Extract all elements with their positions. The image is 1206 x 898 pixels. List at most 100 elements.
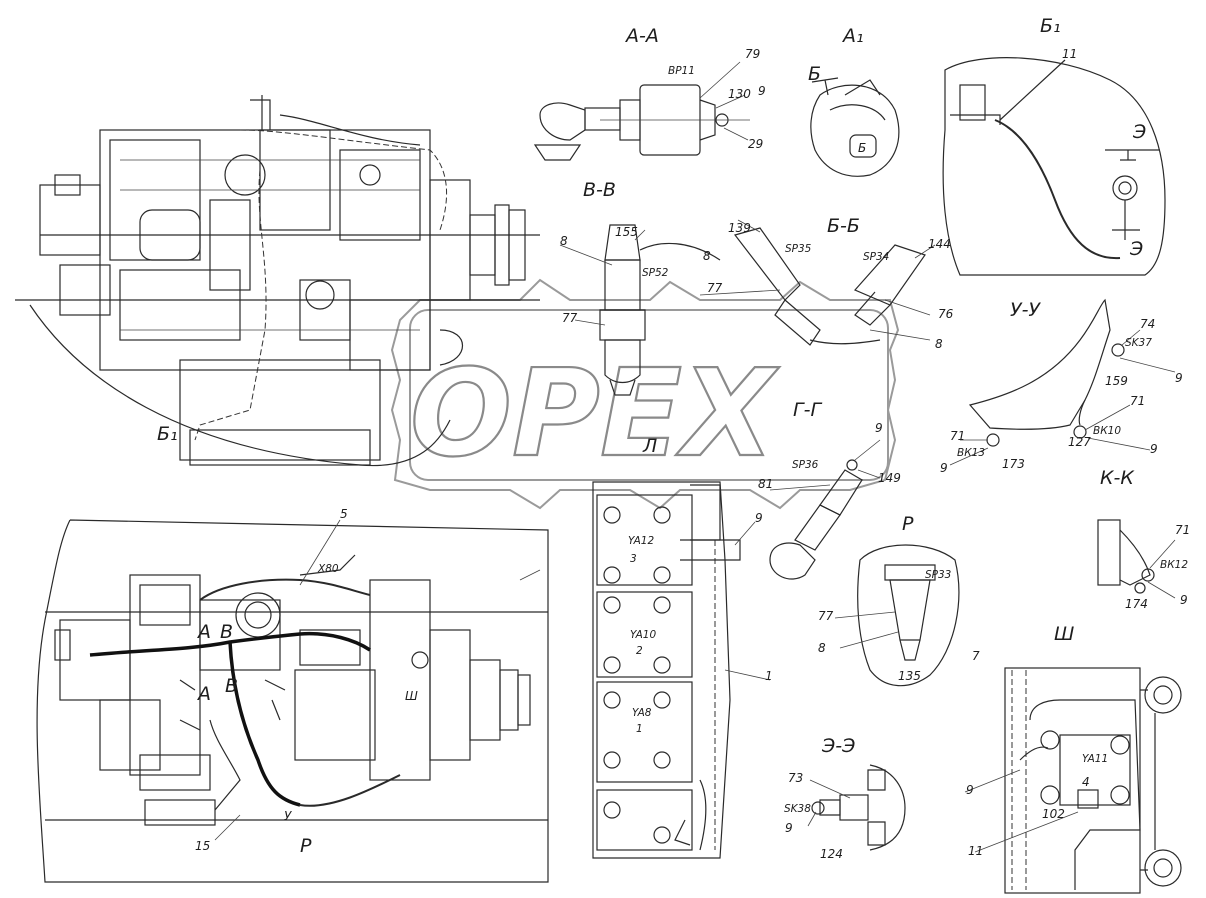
title-l: Л: [642, 435, 657, 457]
mark-u: У: [284, 809, 292, 823]
ref-124: 124: [820, 847, 843, 861]
title-b1-top: Б₁: [1040, 15, 1061, 37]
ref-149: 149: [878, 471, 901, 485]
ref-135: 135: [898, 669, 921, 683]
ref-7: 7: [972, 649, 980, 663]
mark-sh: Ш: [405, 689, 418, 703]
ref-77-vv: 77: [562, 311, 578, 325]
valve-number-1: 1: [636, 723, 643, 735]
title-b1-left: Б₁: [157, 423, 178, 445]
mark-v-left: В: [220, 621, 233, 643]
ref-8-bb: 8: [703, 249, 711, 263]
section-aa: [533, 61, 750, 161]
ref-71-kk: 71: [1175, 523, 1190, 537]
mark-e-lower: Э: [1129, 238, 1143, 260]
ref-81: 81: [758, 477, 773, 491]
ref-9-ee: 9: [785, 821, 793, 835]
ref-8-vv: 8: [560, 234, 568, 248]
title-a1: А₁: [841, 25, 864, 47]
ref-1: 1: [765, 669, 773, 683]
watermark-emblem: [390, 278, 900, 510]
ref-76: 76: [938, 307, 954, 321]
mark-a-left: А: [196, 621, 211, 643]
title-r: Р: [902, 513, 914, 535]
ref-9-yy2: 9: [1150, 442, 1158, 456]
valve-number-2: 2: [636, 645, 643, 657]
ref-130: 130: [728, 87, 751, 101]
ref-9-yy1: 9: [1175, 371, 1183, 385]
code-sp52: SP52: [642, 267, 669, 279]
code-x80: Х80: [317, 563, 339, 575]
mark-b-inset: Б: [858, 141, 866, 155]
ref-139: 139: [728, 221, 751, 235]
code-bk10: ВК10: [1093, 425, 1121, 437]
mark-e-upper: Э: [1132, 121, 1146, 143]
leader-lines: [214, 519, 541, 841]
title-bb: Б-Б: [827, 215, 860, 237]
code-ya10: YA10: [630, 629, 656, 641]
section-bb: [699, 219, 936, 346]
engine-view-top: [15, 95, 540, 467]
code-bk12: ВК12: [1160, 559, 1188, 571]
ref-9-sh: 9: [966, 783, 974, 797]
mark-v-mid: В: [225, 675, 238, 697]
code-ya12: YA12: [628, 535, 654, 547]
ref-159: 159: [1105, 374, 1128, 388]
section-kk: [1097, 519, 1176, 599]
ref-71-a: 71: [950, 429, 965, 443]
ref-155: 155: [615, 225, 638, 239]
ref-15: 15: [195, 839, 210, 853]
title-gg: Г-Г: [793, 399, 822, 421]
ref-4: 4: [1082, 775, 1090, 789]
ref-11-sh: 11: [968, 844, 983, 858]
section-r: [834, 544, 960, 687]
code-sp34: SP34: [863, 251, 889, 263]
section-yy: [949, 298, 1176, 466]
section-gg: [769, 439, 881, 580]
section-a1: [810, 77, 900, 177]
valve-number-3: 3: [630, 553, 637, 565]
title-kk: К-К: [1100, 467, 1135, 489]
ref-144: 144: [928, 237, 951, 251]
section-ee: [807, 764, 906, 851]
ref-127: 127: [1068, 435, 1091, 449]
engine-view-bottom: [36, 519, 549, 883]
code-bp11: ВР11: [668, 65, 695, 77]
watermark-text: OPEX: [410, 345, 780, 484]
ref-29: 29: [748, 137, 763, 151]
code-sp36: SP36: [792, 459, 819, 471]
code-sp35: SP35: [785, 243, 812, 255]
title-yy: У-У: [1010, 299, 1041, 321]
section-vv: [559, 224, 721, 396]
title-vv: В-В: [583, 179, 616, 201]
ref-77-r: 77: [818, 609, 834, 623]
title-ee: Э-Э: [821, 735, 855, 757]
code-sk37: SK37: [1125, 337, 1152, 349]
ref-9-kk: 9: [1180, 593, 1188, 607]
ref-8-r: 8: [818, 641, 826, 655]
mark-r: Р: [300, 835, 312, 857]
ref-74: 74: [1140, 317, 1155, 331]
ref-9-l: 9: [755, 511, 763, 525]
code-ya8: YA8: [632, 707, 652, 719]
ref-9-aa: 9: [758, 84, 766, 98]
mark-b-arrow: Б: [808, 63, 821, 85]
ref-11-b1: 11: [1062, 47, 1077, 61]
labels: А-А А₁ Б₁ В-В Б-Б У-У Г-Г Л К-К Р Э-Э Ш …: [157, 15, 1190, 861]
code-sp33: SP33: [925, 569, 951, 581]
ref-9-yy3: 9: [940, 461, 948, 475]
code-sk38: SK38: [784, 803, 811, 815]
ref-102: 102: [1042, 807, 1065, 821]
section-b1-detail: [942, 57, 1166, 276]
ref-77-bb: 77: [707, 281, 723, 295]
ref-9-gg: 9: [875, 421, 883, 435]
ref-174: 174: [1125, 597, 1148, 611]
title-sh: Ш: [1054, 623, 1074, 645]
code-ya11: YA11: [1082, 753, 1108, 765]
ref-73: 73: [788, 771, 803, 785]
ref-173: 173: [1002, 457, 1025, 471]
section-sh: [964, 667, 1182, 894]
code-bk13: ВК13: [957, 447, 985, 459]
